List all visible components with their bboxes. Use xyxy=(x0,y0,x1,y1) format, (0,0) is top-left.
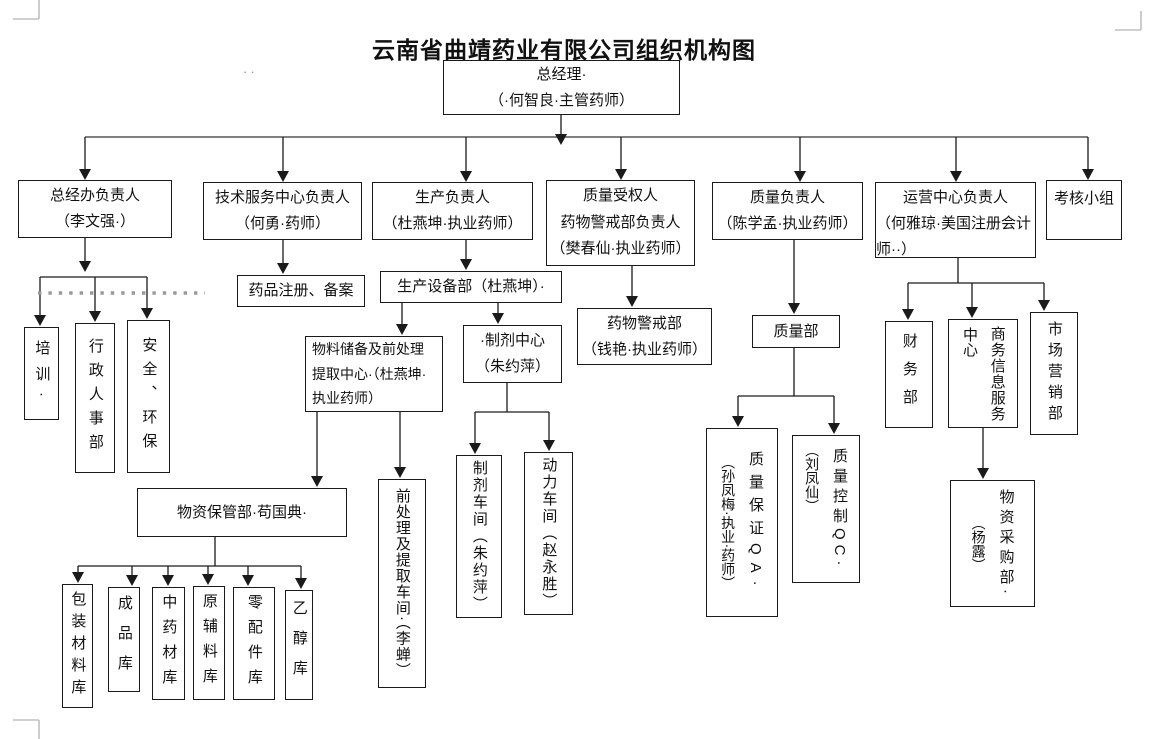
node-label: 药物警戒部 xyxy=(606,314,682,332)
node-label: 财务部 xyxy=(900,332,918,417)
node-quality-authorized-person: 质量受权人 药物警戒部负责人 （樊春仙·执业药师） xyxy=(546,180,695,266)
node-preparation-center: ·制剂中心 （朱约萍） xyxy=(463,325,562,383)
node-safety-environment: 安全、环保 xyxy=(127,320,170,473)
node-label: 安全、环保 xyxy=(140,336,158,457)
node-marketing-dept: 市场营销部 xyxy=(1030,312,1078,435)
node-training: 培训· xyxy=(24,327,59,420)
node-qc: 质量控制QC· （刘凤仙） xyxy=(792,435,860,583)
node-label: 培训· xyxy=(33,339,51,408)
node-material-storage-dept: 物资保管部·苟国典· xyxy=(137,488,347,537)
node-gm-office-head: 总经办负责人 （李文强·） xyxy=(18,180,172,238)
node-pharmacovigilance-dept: 药物警戒部 （钱艳·执业药师） xyxy=(577,308,712,365)
node-label: 总经理· xyxy=(536,65,587,83)
node-label: 原辅料库 xyxy=(200,593,218,693)
node-finance-dept: 财务部 xyxy=(885,321,933,428)
node-assessment-team: 考核小组 xyxy=(1046,180,1122,240)
node-sub-label: （孙凤梅·执业·药师） xyxy=(720,454,737,591)
node-sub-label: （何勇·药师） xyxy=(235,215,330,232)
node-label: ·制剂中心 xyxy=(480,332,545,350)
node-quality-head: 质量负责人 （陈学孟·执业药师） xyxy=(712,182,863,240)
node-label: 市场营销部 xyxy=(1045,321,1063,426)
node-label: 乙醇库 xyxy=(290,600,308,690)
node-label: 质量部 xyxy=(773,322,819,340)
node-sub-label: （何雅琼·美国注册会计师··） xyxy=(876,214,1031,258)
node-warehouse-finished: 成品库 xyxy=(108,587,140,692)
node-sub-label: （·何智良·主管药师） xyxy=(489,91,634,109)
node-operations-head: 运营中心负责人 （何雅琼·美国注册会计师··） xyxy=(875,182,1036,258)
node-label: 物资保管部·苟国典· xyxy=(177,503,307,521)
node-label: 物料储备及前处理提取中心·（杜燕坤·执业药师） xyxy=(312,341,427,407)
node-label: 成品库 xyxy=(115,594,133,685)
node-label: 药品注册、备案 xyxy=(248,282,354,300)
node-preparation-workshop: 制剂车间（朱约萍） xyxy=(456,455,502,618)
node-label: 行政人事部 xyxy=(86,338,104,458)
node-production-equipment-dept: 生产设备部（杜燕坤）· xyxy=(380,271,562,303)
node-material-storage-pretreatment-center: 物料储备及前处理提取中心·（杜燕坤·执业药师） xyxy=(305,336,443,412)
node-label: 包装材料库 xyxy=(69,591,87,701)
node-drug-registration: 药品注册、备案 xyxy=(237,275,365,307)
node-sub-label: （刘凤仙） xyxy=(804,443,821,513)
node-label: 考核小组 xyxy=(1053,190,1114,207)
node-sub-label: （朱约萍） xyxy=(474,358,550,375)
node-business-info-service-center: 商务信息服务 中心 xyxy=(948,319,1018,428)
node-label: 生产设备部（杜燕坤）· xyxy=(397,278,545,296)
node-warehouse-raw-materials: 原辅料库 xyxy=(193,586,225,700)
node-label: 质量受权人 xyxy=(582,186,658,204)
stray-format-marks: ·· xyxy=(243,64,258,79)
node-sub-label: （樊春仙·执业药师） xyxy=(550,240,691,258)
org-chart-title: 云南省曲靖药业有限公司组织机构图 xyxy=(372,37,756,63)
node-label2: 药物警戒部负责人 xyxy=(560,213,681,231)
node-warehouse-herbs: 中药材库 xyxy=(152,587,185,700)
node-production-head: 生产负责人 （杜燕坤·执业药师） xyxy=(372,182,533,240)
node-label: 物资采购部· xyxy=(997,488,1015,599)
node-sub-label: 中心 xyxy=(961,327,978,357)
node-sub-label: （钱艳·执业药师） xyxy=(582,340,707,358)
node-label: 零配件库 xyxy=(245,593,263,694)
node-general-manager: 总经理· （·何智良·主管药师） xyxy=(443,60,680,115)
node-quality-dept: 质量部 xyxy=(752,315,840,348)
node-label: 中药材库 xyxy=(160,593,178,694)
node-warehouse-ethanol: 乙醇库 xyxy=(285,590,313,700)
node-label: 技术服务中心负责人 xyxy=(214,189,350,207)
node-sub-label: （陈学孟·执业药师） xyxy=(717,215,858,232)
node-label: 质量保证QA· xyxy=(746,451,764,594)
node-admin-hr-dept: 行政人事部 xyxy=(75,323,115,473)
node-pretreatment-extraction-workshop: 前处理及提取车间·（李蝉） xyxy=(378,479,426,688)
node-label: 生产负责人 xyxy=(414,189,490,207)
node-label: 质量控制QC· xyxy=(830,447,848,571)
node-tech-service-head: 技术服务中心负责人 （何勇·药师） xyxy=(203,182,362,240)
node-label: 制剂车间（朱约萍） xyxy=(470,460,488,613)
page-corner-marks xyxy=(13,0,1142,739)
node-label: 总经办负责人 xyxy=(49,187,140,205)
node-qa: 质量保证QA· （孙凤梅·执业·药师） xyxy=(706,428,778,617)
node-sub-label: （杨露） xyxy=(970,515,987,572)
node-label: 商务信息服务 xyxy=(988,325,1006,422)
node-label: 运营中心负责人 xyxy=(902,189,1008,206)
node-warehouse-packaging: 包装材料库 xyxy=(62,584,93,708)
node-label: 质量负责人 xyxy=(749,189,825,207)
node-power-workshop: 动力车间（赵永胜） xyxy=(524,452,573,615)
node-sub-label: （李文强·） xyxy=(55,213,135,230)
node-label: 前处理及提取车间·（李蝉） xyxy=(393,488,411,679)
node-purchasing-dept: 物资采购部· （杨露） xyxy=(950,480,1035,607)
node-warehouse-spare-parts: 零配件库 xyxy=(233,587,275,700)
node-sub-label: （杜燕坤·执业药师） xyxy=(382,215,523,232)
node-label: 动力车间（赵永胜） xyxy=(540,457,558,610)
